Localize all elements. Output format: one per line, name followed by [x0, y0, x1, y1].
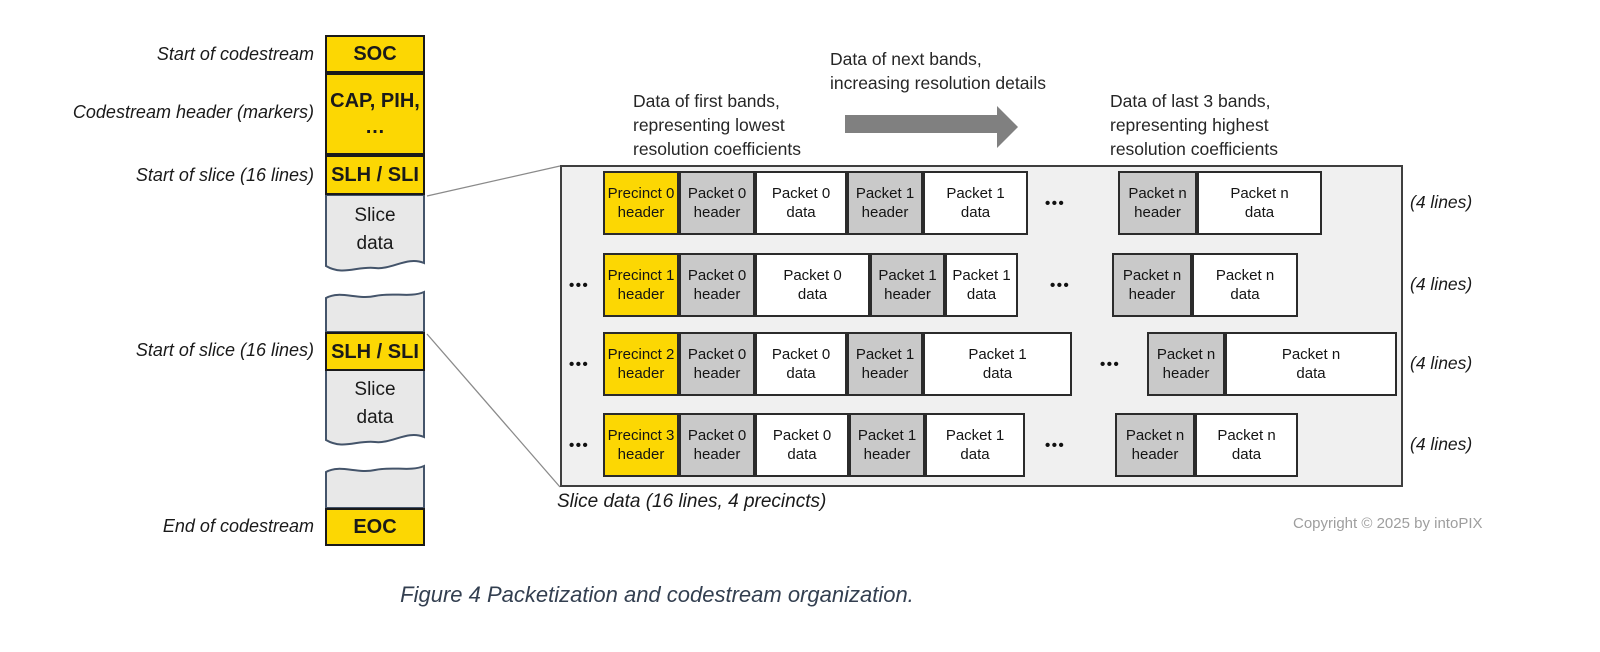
eoc-marker-box: EOC: [325, 508, 425, 546]
ellipsis: •••: [1100, 356, 1121, 373]
annotation-next-bands: Data of next bands, increasing resolutio…: [830, 49, 1046, 93]
row-lines-label: (4 lines): [1410, 274, 1473, 294]
ellipsis: •••: [1045, 437, 1066, 454]
label-start-of-codestream: Start of codestream: [156, 44, 314, 64]
connector-line-bottom: [426, 333, 561, 488]
slh-sli-marker-box-2: SLH / SLI: [325, 332, 425, 371]
row-lines-label: (4 lines): [1410, 434, 1473, 454]
label-end-of-codestream: End of codestream: [162, 516, 314, 536]
annotation-last-bands: Data of last 3 bands, representing highe…: [1110, 91, 1278, 159]
slice-data-shape-1: [325, 194, 425, 272]
ellipsis: •••: [1045, 195, 1066, 212]
copyright-notice: Copyright © 2025 by intoPIX: [1293, 515, 1483, 532]
slh-sli-text-1: SLH / SLI: [331, 164, 419, 186]
row-lines-label: (4 lines): [1410, 353, 1473, 373]
label-codestream-header: Codestream header (markers): [72, 102, 314, 122]
right-arrow-icon: [845, 106, 1018, 148]
slice-panel-caption: Slice data (16 lines, 4 precincts): [557, 491, 827, 512]
soc-marker-text: SOC: [353, 43, 397, 65]
ellipsis: •••: [569, 437, 590, 454]
slice-torn-top-shape-2: [325, 464, 425, 509]
label-start-of-slice-2: Start of slice (16 lines): [135, 340, 314, 360]
row-lines-label: (4 lines): [1410, 192, 1473, 212]
connector-line-top: [426, 165, 561, 197]
soc-marker-box: SOC: [325, 35, 425, 73]
slice-data-shape-2: [325, 369, 425, 446]
ellipsis: •••: [1050, 277, 1071, 294]
slh-sli-text-2: SLH / SLI: [331, 340, 419, 363]
eoc-marker-text: EOC: [353, 516, 397, 538]
slh-sli-marker-box-1: SLH / SLI: [325, 155, 425, 195]
markers-ellipsis-text: …: [365, 116, 385, 138]
annotation-first-bands: Data of first bands, representing lowest…: [633, 91, 801, 159]
ellipsis: •••: [569, 277, 590, 294]
figure-caption: Figure 4 Packetization and codestream or…: [400, 582, 914, 607]
slice-data-text-1: Slice data: [354, 205, 396, 254]
label-start-of-slice-1: Start of slice (16 lines): [135, 165, 314, 185]
ellipsis: •••: [569, 356, 590, 373]
cap-pih-text: CAP, PIH,: [330, 90, 420, 112]
slice-torn-top-shape-1: [325, 290, 425, 333]
slice-data-text-2: Slice data: [354, 378, 396, 428]
codestream-header-marker-box: CAP, PIH, …: [325, 73, 425, 155]
